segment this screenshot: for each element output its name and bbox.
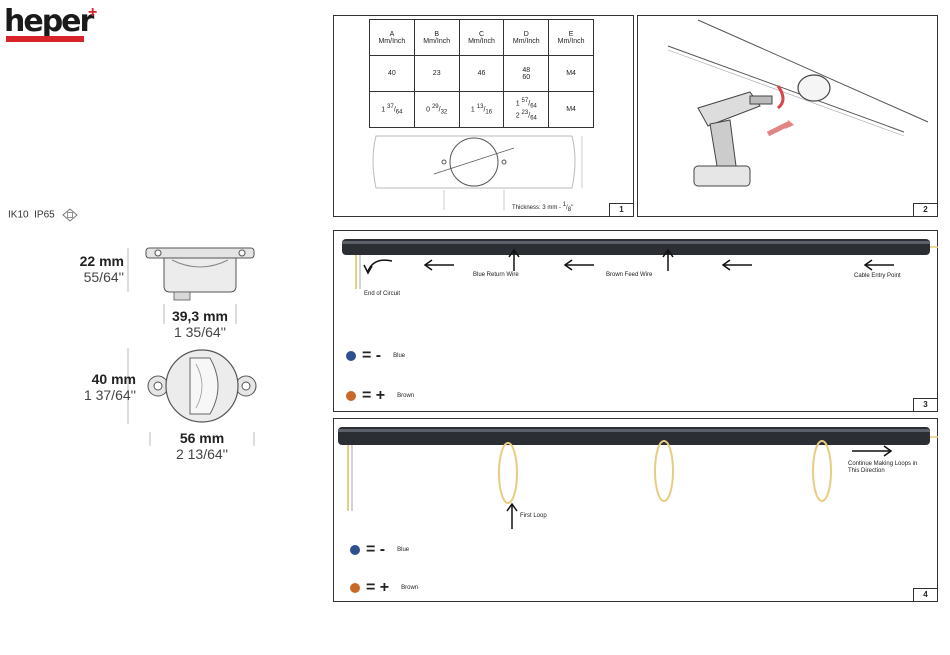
brown-dot-icon xyxy=(346,391,356,401)
blue-dot-icon xyxy=(350,545,360,555)
panel-2: 2 xyxy=(637,15,938,217)
diameter-dimension: 40 mm 1 37/64'' xyxy=(83,371,136,403)
thickness-note: Thickness: 3 mm - 1/8'' xyxy=(512,202,574,214)
brand-name: heper xyxy=(4,4,94,39)
width-side-dimension: 39,3 mm 1 35/64'' xyxy=(171,308,229,340)
side-view-drawing xyxy=(127,247,255,324)
blue-dot-icon xyxy=(346,351,356,361)
ip-rating: IP65 xyxy=(34,209,55,221)
brand-logo: heper + xyxy=(4,4,114,46)
panel-4: Continue Making Loops in This Direction … xyxy=(333,418,938,602)
installation-drawing xyxy=(667,19,929,187)
top-view-drawing xyxy=(127,348,257,446)
legend-blue: = - Blue xyxy=(346,347,405,365)
legend-blue: = - Blue xyxy=(350,541,409,559)
brand-plus-icon: + xyxy=(88,4,98,21)
brown-dot-icon xyxy=(350,583,360,593)
first-loop-label: First Loop xyxy=(520,513,547,519)
class-ii-icon xyxy=(61,208,78,222)
brown-feed-label: Brown Feed Wire xyxy=(606,272,653,278)
ik-rating: IK10 xyxy=(8,209,29,221)
panel-number: 1 xyxy=(609,203,633,216)
panel-number: 3 xyxy=(913,398,937,411)
panel-number: 4 xyxy=(913,588,937,601)
drill-icon xyxy=(693,91,773,187)
cable-entry-label: Cable Entry Point xyxy=(854,273,901,279)
continue-loops-label: Continue Making Loops in This Direction xyxy=(848,461,918,474)
panel-number: 2 xyxy=(913,203,937,216)
wiring-diagram-return xyxy=(342,239,938,289)
mounting-plate-drawing xyxy=(372,135,583,210)
length-dimension: 56 mm 2 13/64'' xyxy=(175,430,229,462)
blue-return-label: Blue Return Wire xyxy=(473,272,519,278)
ratings: IK10 IP65 xyxy=(8,208,78,222)
legend-brown: = + Brown xyxy=(346,387,414,405)
brand-underline xyxy=(6,36,84,42)
wiring-diagram-loops xyxy=(338,427,938,529)
panel-3: Blue Return Wire Brown Feed Wire Cable E… xyxy=(333,230,938,412)
height-dimension: 22 mm 55/64'' xyxy=(79,253,124,285)
end-circuit-label: End of Circuit xyxy=(364,291,401,297)
legend-brown: = + Brown xyxy=(350,579,418,597)
product-drawings xyxy=(127,247,257,446)
